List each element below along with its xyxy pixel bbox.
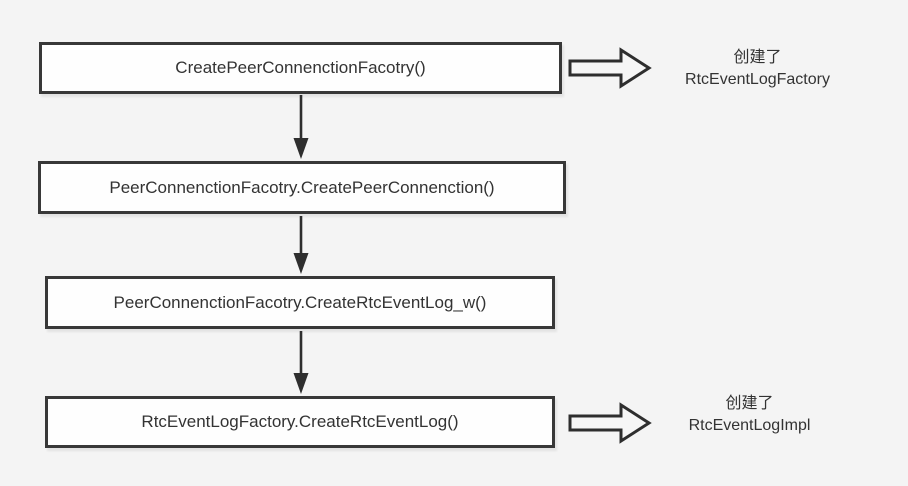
annotation-line-2: RtcEventLogFactory — [685, 71, 830, 88]
flow-box-label: CreatePeerConnenctionFacotry() — [175, 58, 426, 77]
annotation-line-2: RtcEventLogImpl — [688, 417, 811, 434]
flow-box-create-rtc-event-log: RtcEventLogFactory.CreateRtcEventLog() — [45, 396, 555, 448]
down-arrow-icon — [293, 95, 309, 159]
annotation-line-1: 创建了 — [725, 395, 774, 412]
flow-box-create-peer-connection: PeerConnenctionFacotry.CreatePeerConnenc… — [38, 161, 566, 214]
annotation-line-1: 创建了 — [733, 49, 782, 66]
flow-box-create-rtc-event-log-w: PeerConnenctionFacotry.CreateRtcEventLog… — [45, 276, 555, 329]
down-arrow-icon — [293, 331, 309, 394]
flow-box-label: RtcEventLogFactory.CreateRtcEventLog() — [141, 412, 459, 431]
annotation-rtc-event-log-impl: 创建了 RtcEventLogImpl — [642, 393, 857, 437]
down-arrow-icon — [293, 216, 309, 274]
flow-box-create-peer-connection-factory: CreatePeerConnenctionFacotry() — [39, 42, 562, 94]
block-arrow-right-icon — [568, 47, 652, 89]
flow-box-label: PeerConnenctionFacotry.CreateRtcEventLog… — [113, 292, 487, 312]
block-arrow-right-icon — [568, 402, 652, 444]
annotation-rtc-event-log-factory: 创建了 RtcEventLogFactory — [650, 47, 865, 91]
flow-box-label: PeerConnenctionFacotry.CreatePeerConnenc… — [109, 177, 495, 197]
